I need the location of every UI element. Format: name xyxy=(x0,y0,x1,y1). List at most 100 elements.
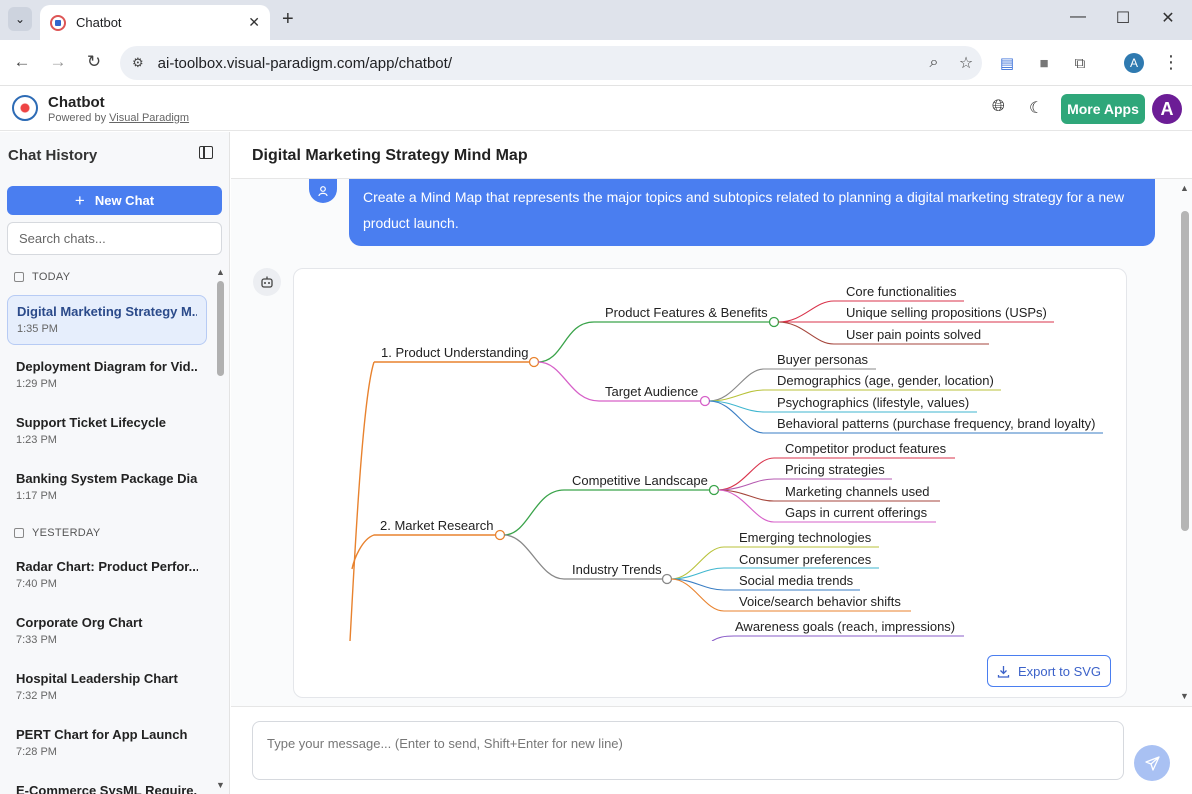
chat-item-title: Hospital Leadership Chart xyxy=(16,671,178,686)
sub-branch-line xyxy=(537,321,774,363)
sub-branch-label[interactable]: Competitive Landscape xyxy=(572,473,708,488)
plus-icon: + xyxy=(74,190,85,210)
window-close-icon[interactable]: ✕ xyxy=(1161,10,1175,27)
chat-item[interactable]: E-Commerce SysML Require... xyxy=(7,775,207,794)
leaf-label[interactable]: Voice/search behavior shifts xyxy=(739,594,901,609)
leaf-label[interactable]: Core functionalities xyxy=(846,284,957,299)
chat-item-title: Corporate Org Chart xyxy=(16,615,143,630)
leaf-line xyxy=(708,368,876,402)
sub-branch-label[interactable]: Industry Trends xyxy=(572,562,662,577)
maximize-icon[interactable]: ☐ xyxy=(1115,10,1131,27)
leaf-line xyxy=(708,389,1001,402)
tab-search-icon[interactable]: ⌄ xyxy=(8,7,32,31)
message-input[interactable] xyxy=(252,721,1124,780)
extension-doc-icon[interactable]: ▤ xyxy=(999,55,1015,72)
chat-item[interactable]: Banking System Package Dia... 1:17 PM xyxy=(7,463,207,513)
chat-item[interactable]: Corporate Org Chart 7:33 PM xyxy=(7,607,207,657)
chat-item-time: 7:28 PM xyxy=(16,746,57,758)
leaf-label[interactable]: Social media trends xyxy=(739,573,854,588)
chat-item[interactable]: Radar Chart: Product Perfor... 7:40 PM xyxy=(7,551,207,601)
leaf-label[interactable]: Buyer personas xyxy=(777,352,869,367)
new-chat-button[interactable]: + New Chat xyxy=(7,186,222,215)
send-button[interactable] xyxy=(1134,745,1170,781)
leaf-line xyxy=(717,478,892,491)
section-yesterday: YESTERDAY xyxy=(14,527,101,539)
browser-tab[interactable]: Chatbot ✕ xyxy=(40,5,270,40)
zoom-icon[interactable]: ⌕ xyxy=(929,54,939,71)
chat-item-title: Deployment Diagram for Vid... xyxy=(16,359,198,374)
language-globe-icon[interactable]: 🌐︎ xyxy=(992,98,1005,115)
leaf-line xyxy=(670,578,860,591)
leaf-label[interactable]: Gaps in current offerings xyxy=(785,505,928,520)
back-icon[interactable]: ← xyxy=(13,52,31,71)
leaf-line xyxy=(717,489,940,502)
sidebar-toggle-icon[interactable] xyxy=(199,146,213,159)
more-apps-button[interactable]: More Apps xyxy=(1061,94,1145,124)
forward-icon[interactable]: → xyxy=(49,52,67,71)
chat-item-time: 7:40 PM xyxy=(16,578,57,590)
chat-item-time: 7:32 PM xyxy=(16,690,57,702)
calendar-icon xyxy=(14,528,24,538)
close-tab-icon[interactable]: ✕ xyxy=(248,14,260,30)
chat-item[interactable]: Digital Marketing Strategy M... 1:35 PM xyxy=(7,295,207,345)
sidebar-scrollbar[interactable]: ▲ ▼ xyxy=(216,267,225,790)
mind-map[interactable]: 1. Product Understanding Product Feature… xyxy=(294,269,1127,641)
trunk-line xyxy=(349,361,375,641)
leaf-label[interactable]: Awareness goals (reach, impressions) xyxy=(735,619,955,634)
chat-item-time: 1:29 PM xyxy=(16,378,57,390)
export-svg-button[interactable]: Export to SVG xyxy=(987,655,1111,687)
visual-paradigm-link[interactable]: Visual Paradigm xyxy=(109,112,190,124)
minimize-icon[interactable]: — xyxy=(1070,8,1086,25)
leaf-label[interactable]: User pain points solved xyxy=(846,327,981,342)
scroll-up-icon[interactable]: ▲ xyxy=(1180,183,1189,193)
sub-branch-label[interactable]: Product Features & Benefits xyxy=(605,305,768,320)
reload-icon[interactable]: ↻ xyxy=(86,52,102,71)
user-avatar[interactable]: A xyxy=(1152,94,1182,124)
scroll-down-icon[interactable]: ▼ xyxy=(1180,691,1189,701)
sub-branch-label[interactable]: Target Audience xyxy=(605,384,698,399)
app-header: Chatbot Powered by Visual Paradigm 🌐︎ ☾ … xyxy=(0,87,1192,131)
leaf-label[interactable]: Unique selling propositions (USPs) xyxy=(846,305,1047,320)
leaf-label[interactable]: Behavioral patterns (purchase frequency,… xyxy=(777,416,1095,431)
chat-item[interactable]: PERT Chart for App Launch 7:28 PM xyxy=(7,719,207,769)
user-icon xyxy=(309,179,337,203)
mind-map-card: 1. Product Understanding Product Feature… xyxy=(293,268,1127,698)
chat-item[interactable]: Hospital Leadership Chart 7:32 PM xyxy=(7,663,207,713)
leaf-line xyxy=(670,567,879,580)
browser-menu-icon[interactable]: ⋮ xyxy=(1162,52,1180,72)
sub-branch-node xyxy=(768,316,780,328)
new-tab-icon[interactable]: + xyxy=(282,8,294,30)
site-info-icon[interactable]: ⚙ xyxy=(132,55,144,70)
url-text[interactable]: ai-toolbox.visual-paradigm.com/app/chatb… xyxy=(157,54,452,72)
leaf-label[interactable]: Demographics (age, gender, location) xyxy=(777,373,994,388)
extensions-puzzle-icon[interactable]: ⧉ xyxy=(1074,54,1086,72)
branch-label[interactable]: 1. Product Understanding xyxy=(381,345,528,360)
leaf-label[interactable]: Pricing strategies xyxy=(785,462,885,477)
leaf-label[interactable]: Emerging technologies xyxy=(739,530,872,545)
omnibox[interactable]: ⚙ ai-toolbox.visual-paradigm.com/app/cha… xyxy=(120,46,982,80)
search-chats-input[interactable] xyxy=(7,222,222,255)
composer-area xyxy=(231,706,1192,794)
leaf-line xyxy=(717,489,936,523)
leaf-label[interactable]: Marketing channels used xyxy=(785,484,930,499)
chat-item[interactable]: Deployment Diagram for Vid... 1:29 PM xyxy=(7,351,207,401)
leaf-label[interactable]: Psychographics (lifestyle, values) xyxy=(777,395,969,410)
scroll-up-icon[interactable]: ▲ xyxy=(216,267,225,277)
dark-mode-moon-icon[interactable]: ☾ xyxy=(1029,100,1044,117)
bookmark-star-icon[interactable]: ☆ xyxy=(958,55,974,72)
leaf-label[interactable]: Competitor product features xyxy=(785,441,947,456)
browser-profile-avatar[interactable]: A xyxy=(1124,53,1144,73)
leaf-label[interactable]: Consumer preferences xyxy=(739,552,872,567)
chat-item-time: 1:17 PM xyxy=(16,490,57,502)
leaf-line xyxy=(670,546,879,580)
scroll-down-icon[interactable]: ▼ xyxy=(216,780,225,790)
chat-scrollbar[interactable]: ▲ ▼ xyxy=(1180,183,1190,703)
conversation-title: Digital Marketing Strategy Mind Map xyxy=(252,147,528,164)
branch-label[interactable]: 2. Market Research xyxy=(380,518,493,533)
chat-item-title: Radar Chart: Product Perfor... xyxy=(16,559,198,574)
sidebar-scroll-thumb[interactable] xyxy=(217,281,224,376)
chat-item[interactable]: Support Ticket Lifecycle 1:23 PM xyxy=(7,407,207,457)
extension-chat-icon[interactable]: ■ xyxy=(1039,54,1049,72)
chat-scroll-thumb[interactable] xyxy=(1181,211,1189,531)
leaf-line xyxy=(708,400,977,413)
